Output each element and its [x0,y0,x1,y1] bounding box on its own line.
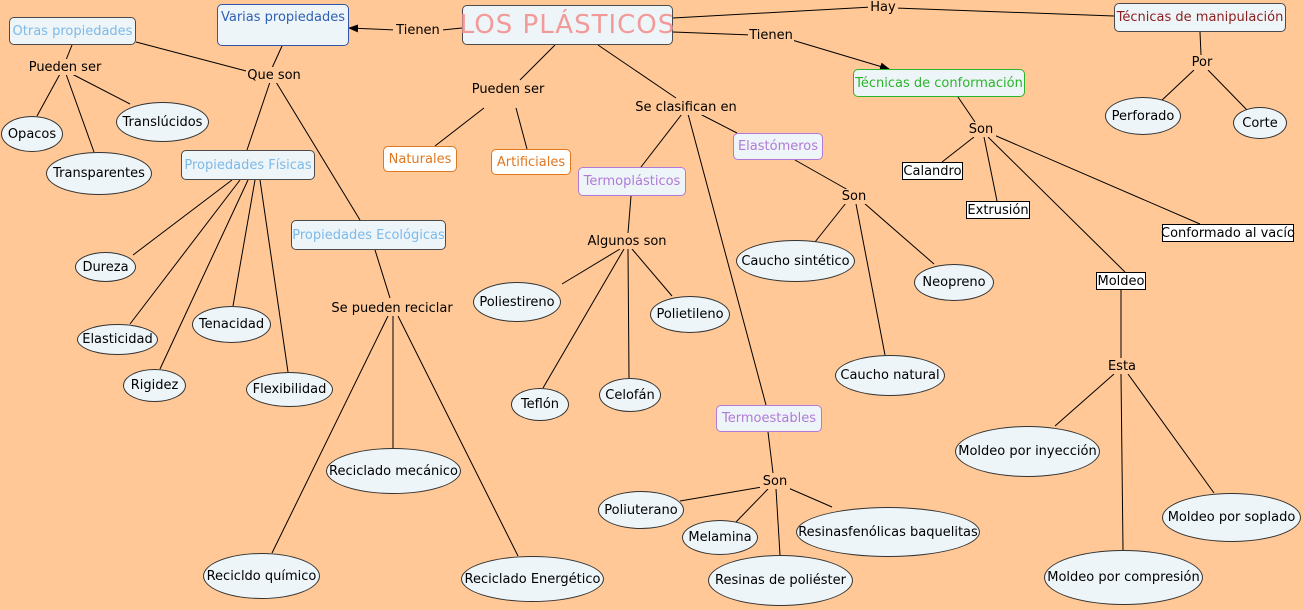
link-label-son-elastomeros: Son [839,189,869,204]
node-teflon[interactable]: Teflón [511,388,569,421]
link-label-por: Por [1188,55,1216,70]
node-polietileno[interactable]: Polietileno [650,296,730,333]
link-label-hay: Hay [868,0,898,15]
node-naturales[interactable]: Naturales [383,146,457,172]
node-poliuterano[interactable]: Poliuterano [598,491,684,529]
node-rigidez[interactable]: Rigidez [123,369,186,402]
node-calandro[interactable]: Calandro [902,162,963,180]
node-poliestireno[interactable]: Poliestireno [473,282,561,322]
node-melamina[interactable]: Melamina [682,520,758,555]
link-label-pueden-ser-mid: Pueden ser [471,81,545,97]
node-elastomeros[interactable]: Elastómeros [733,133,823,160]
node-propiedades-ecologicas[interactable]: Propiedades Ecológicas [291,220,446,250]
node-resinas-fenolicas[interactable]: Resinasfenólicas baquelitas [796,507,980,557]
link-label-son-termoestables: Son [760,473,790,489]
node-flexibilidad[interactable]: Flexibilidad [246,372,333,407]
node-elasticidad[interactable]: Elasticidad [77,324,158,355]
link-label-se-pueden-reciclar: Se pueden reciclar [331,300,453,316]
node-dureza[interactable]: Dureza [75,252,136,282]
node-celofan[interactable]: Celofán [599,378,661,412]
node-resinas-poliester[interactable]: Resinas de poliéster [708,555,853,606]
node-transparentes[interactable]: Transparentes [46,152,152,195]
node-perforado[interactable]: Perforado [1105,97,1181,135]
node-extrusion[interactable]: Extrusión [966,201,1030,219]
node-moldeo-soplado[interactable]: Moldeo por soplado [1162,493,1301,542]
link-label-tienen-left: Tienen [393,22,443,38]
node-corte[interactable]: Corte [1233,107,1287,139]
node-varias-propiedades[interactable]: Varias propiedades [217,4,349,46]
node-reciclado-energetico[interactable]: Reciclado Energético [461,556,604,602]
node-otras-propiedades[interactable]: Otras propiedades [9,17,136,45]
link-label-pueden-ser-left: Pueden ser [28,59,102,75]
node-neopreno[interactable]: Neopreno [914,264,994,301]
node-moldeo[interactable]: Moldeo [1096,272,1146,290]
node-tenacidad[interactable]: Tenacidad [192,306,271,343]
link-label-se-clasifican: Se clasifican en [635,99,737,115]
node-tecnicas-conformacion[interactable]: Técnicas de conformación [853,69,1025,97]
node-opacos[interactable]: Opacos [1,116,63,152]
node-termoplasticos[interactable]: Termoplásticos [578,167,686,196]
link-label-son-conformacion: Son [966,122,996,137]
node-moldeo-compresion[interactable]: Moldeo por compresión [1044,550,1203,605]
node-caucho-sintetico[interactable]: Caucho sintético [736,240,855,282]
node-reciclado-quimico[interactable]: Recicldo químico [203,553,320,599]
node-conformado-vacio[interactable]: Conformado al vacío [1161,224,1295,242]
node-propiedades-fisicas[interactable]: Propiedades Físicas [181,150,315,180]
node-translucidos[interactable]: Translúcidos [116,102,209,142]
node-artificiales[interactable]: Artificiales [491,149,571,175]
node-caucho-natural[interactable]: Caucho natural [835,355,945,396]
node-reciclado-mecanico[interactable]: Reciclado mecánico [326,448,461,494]
link-label-que-son: Que son [246,67,302,83]
link-label-esta: Esta [1106,358,1138,374]
link-label-tienen-right: Tienen [748,27,794,43]
root-node[interactable]: LOS PLÁSTICOS [460,5,674,45]
node-moldeo-inyeccion[interactable]: Moldeo por inyección [955,426,1100,477]
link-label-algunos-son: Algunos son [587,233,667,249]
node-tecnicas-manipulacion[interactable]: Técnicas de manipulación [1114,3,1286,32]
node-termoestables[interactable]: Termoestables [716,405,822,432]
